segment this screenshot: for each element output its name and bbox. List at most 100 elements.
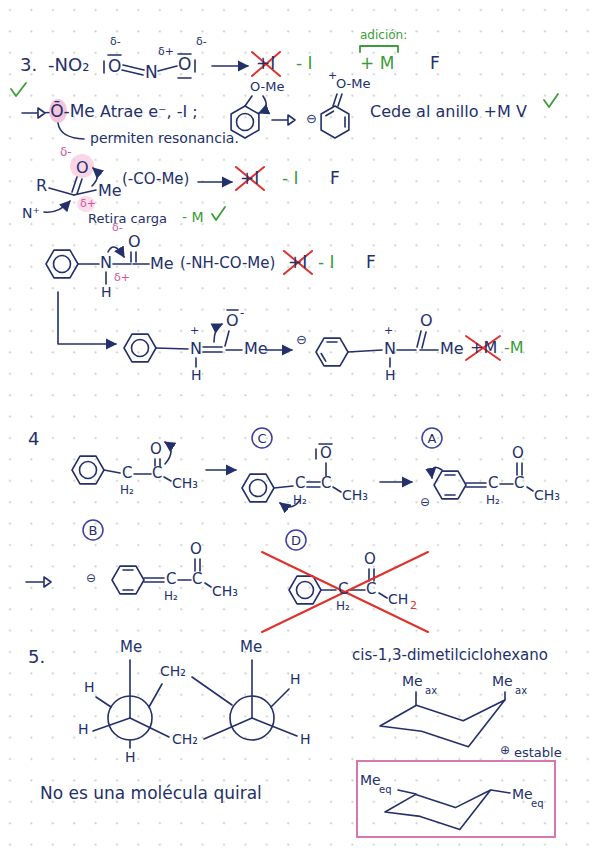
letter-circle <box>252 428 272 448</box>
molecule-drawing <box>422 332 426 348</box>
note-text: +I <box>240 170 259 187</box>
red-crossout <box>466 336 500 360</box>
node-text: A <box>428 432 437 445</box>
note-text: (-NH-CO-Me) <box>180 256 275 271</box>
pink-highlight <box>77 196 95 212</box>
molecule-drawing <box>203 351 222 353</box>
molecule-drawing <box>96 697 111 707</box>
molecule-drawing <box>348 350 382 352</box>
note-text: Retira carga <box>88 212 167 225</box>
node-text: Me <box>360 773 381 787</box>
molecule-drawing <box>46 250 78 278</box>
molecule-drawing <box>389 358 391 367</box>
note-text: H₂ <box>164 590 178 602</box>
note-text: No es una molécula quiral <box>40 785 262 802</box>
molecule-drawing <box>500 483 513 485</box>
note-text: F <box>430 55 440 72</box>
molecule-drawing <box>321 589 336 591</box>
note-text: CH₂ <box>160 664 186 678</box>
molecule-drawing <box>112 566 144 594</box>
molecule-drawing <box>134 473 151 475</box>
molecule-drawing <box>516 463 518 475</box>
molecule-drawing <box>198 181 232 183</box>
note-text: ⊖ <box>306 112 317 125</box>
molecule-drawing <box>307 486 320 488</box>
note-text: C <box>514 476 524 491</box>
molecule-drawing <box>319 443 332 445</box>
red-crossout <box>262 552 428 632</box>
molecule-drawing <box>104 470 120 473</box>
note-text: H <box>101 285 112 299</box>
note-text: δ+ <box>80 198 96 209</box>
note-text: (-CO-Me) <box>122 172 189 187</box>
note-text: Me <box>98 183 122 199</box>
note-text: N <box>190 341 202 357</box>
note-text: Me <box>150 256 174 272</box>
note-text: O <box>320 446 332 461</box>
note-text: H₂ <box>486 494 500 506</box>
molecule-drawing <box>58 123 84 139</box>
node-text: Me <box>512 787 533 801</box>
molecule-drawing <box>44 201 70 212</box>
note-text: δ- <box>60 146 72 158</box>
note-text: - M <box>182 210 204 224</box>
molecule-drawing <box>58 292 116 344</box>
note-text: Atrae e⁻, -I ; <box>100 104 198 120</box>
highlight-box: MeeqMeeq <box>356 760 556 838</box>
letter-circle <box>83 520 103 540</box>
note-text: C <box>152 466 162 481</box>
molecule-drawing <box>321 106 349 138</box>
red-crossout <box>236 52 500 632</box>
red-crossout <box>466 336 500 360</box>
note-text: C <box>192 572 202 587</box>
molecule-drawing <box>398 790 416 794</box>
note-text: ⊖ <box>296 333 307 346</box>
note-text: H <box>84 680 95 694</box>
note-text: +M <box>470 340 497 356</box>
note-text: CH₃ <box>212 584 238 598</box>
molecule-drawing <box>93 718 130 731</box>
molecule-drawing <box>491 790 510 793</box>
note-text: H₂ <box>120 484 134 496</box>
molecule-drawing <box>78 263 99 265</box>
molecule-drawing <box>225 331 229 346</box>
green-marks <box>360 46 398 52</box>
note-text: Me <box>244 341 268 357</box>
note-text: -Ō-Me <box>44 103 95 120</box>
molecule-drawing <box>379 593 387 598</box>
molecule-drawing <box>133 263 149 265</box>
note-text: C <box>166 572 176 587</box>
molecule-drawing <box>77 179 82 194</box>
molecule-drawing <box>159 459 161 466</box>
molecule-drawing <box>158 66 177 71</box>
molecule-drawing <box>420 349 438 351</box>
circled-letter: A <box>421 427 443 449</box>
note-text: + M <box>360 55 394 72</box>
red-crossout <box>236 167 264 190</box>
note-text: δ+ <box>114 272 130 283</box>
red-crossout <box>284 251 312 274</box>
molecule-drawing <box>130 252 132 262</box>
note-text: O <box>364 552 376 567</box>
green-marks <box>544 94 558 107</box>
note-text: C <box>295 476 305 491</box>
molecule-drawing <box>72 177 77 192</box>
molecule-drawing <box>417 331 421 347</box>
molecule-drawing <box>316 338 348 366</box>
molecule-drawing <box>397 349 416 351</box>
note-text: ax <box>515 686 527 696</box>
molecule-drawing <box>122 70 143 75</box>
molecule-drawing <box>242 474 274 502</box>
note-text: adición: <box>360 29 407 41</box>
molecule-drawing <box>333 487 341 492</box>
note-text: N <box>384 341 396 357</box>
letter-circle <box>286 530 306 550</box>
molecule-drawing <box>135 252 137 262</box>
molecule-drawing <box>385 790 491 830</box>
note-text: N⁺ <box>22 206 40 220</box>
note-text: C <box>122 466 132 481</box>
note-text: Me <box>440 341 464 357</box>
circled-letter: D <box>285 529 307 551</box>
molecule-drawing <box>380 700 505 747</box>
note-text: N <box>145 64 158 81</box>
